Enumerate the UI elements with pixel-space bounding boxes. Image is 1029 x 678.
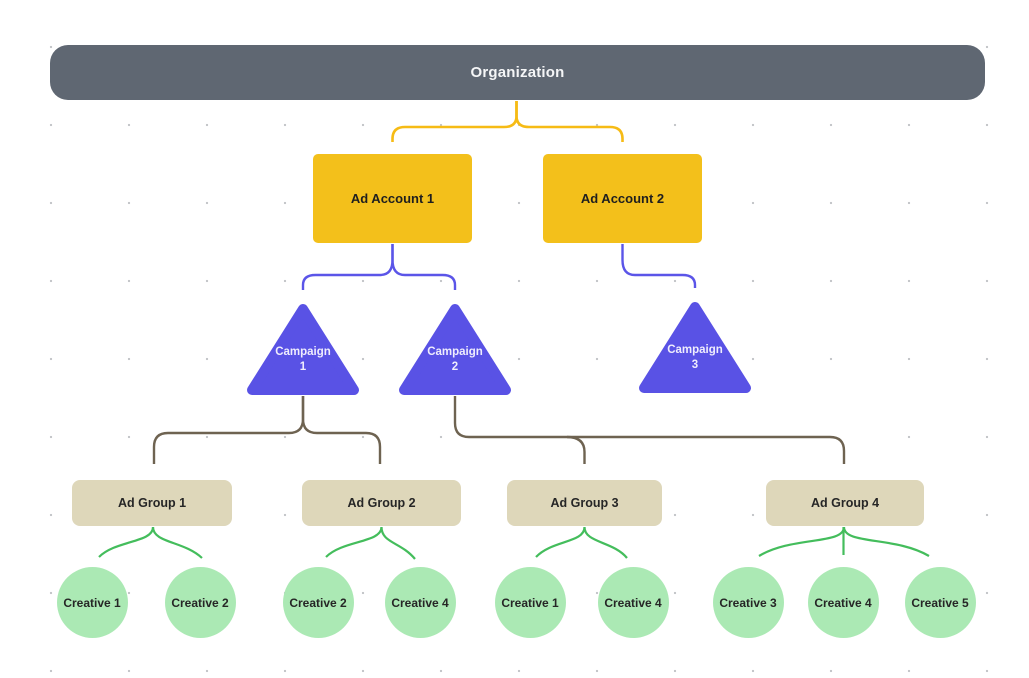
ad-account-1-label: Ad Account 1 — [350, 191, 435, 206]
edge-adaccount2-campaign3[interactable] — [621, 244, 697, 288]
edge-organization-adaccount1[interactable] — [391, 101, 518, 142]
edge-adgroup1-creative2[interactable] — [151, 526, 203, 559]
node-creative-2-group1[interactable]: Creative 2 — [164, 567, 236, 638]
creative-label: Creative 2 — [289, 595, 347, 610]
node-ad-group-4[interactable]: Ad Group 4 — [766, 480, 924, 526]
edge-organization-adaccount2[interactable] — [515, 101, 624, 142]
ad-group-3-label: Ad Group 3 — [550, 496, 619, 510]
edge-adaccount1-campaign1[interactable] — [301, 244, 394, 290]
node-creative-3-group4[interactable]: Creative 3 — [712, 567, 784, 638]
edge-adgroup3-creative1[interactable] — [535, 526, 586, 558]
campaign-1-label-line1: Campaign — [275, 346, 331, 358]
campaign-2-label-line1: Campaign — [427, 346, 483, 358]
edge-adgroup4-creative3[interactable] — [758, 526, 846, 557]
creative-label: Creative 4 — [391, 595, 449, 610]
campaign-1-label-line2: 1 — [299, 361, 307, 373]
edge-adaccount1-campaign2[interactable] — [391, 244, 457, 290]
node-ad-group-2[interactable]: Ad Group 2 — [302, 480, 461, 526]
ad-group-1-label: Ad Group 1 — [117, 496, 187, 510]
edge-adgroup4-creative5[interactable] — [842, 526, 930, 557]
node-creative-2-group2[interactable]: Creative 2 — [282, 567, 354, 638]
node-creative-4-group3[interactable]: Creative 4 — [597, 567, 669, 638]
ad-account-2-label: Ad Account 2 — [580, 191, 665, 206]
node-ad-account-2[interactable]: Ad Account 2 — [543, 154, 702, 243]
creative-label: Creative 2 — [171, 595, 229, 610]
creative-label: Creative 4 — [814, 595, 872, 610]
campaign-3-label-line1: Campaign — [667, 344, 723, 356]
creative-label: Creative 4 — [604, 595, 662, 610]
edge-campaign1-adgroup1[interactable] — [152, 396, 305, 464]
creative-label: Creative 1 — [63, 595, 121, 610]
edge-adgroup3-creative4[interactable] — [583, 526, 628, 559]
node-creative-4-group4[interactable]: Creative 4 — [807, 567, 879, 638]
node-campaign-3[interactable]: Campaign 3 — [637, 299, 753, 395]
ad-group-2-label: Ad Group 2 — [347, 496, 416, 510]
campaign-3-label-line2: 3 — [691, 359, 699, 371]
node-ad-group-1[interactable]: Ad Group 1 — [72, 480, 232, 526]
edge-adgroup2-creative2[interactable] — [325, 526, 383, 558]
triangle-shape — [639, 302, 751, 393]
node-creative-4-group2[interactable]: Creative 4 — [384, 567, 456, 638]
node-creative-1-group3[interactable]: Creative 1 — [494, 567, 566, 638]
campaign-2-label-line2: 2 — [451, 361, 459, 373]
edge-campaign1-adgroup2[interactable] — [301, 396, 382, 464]
triangle-shape — [399, 304, 511, 395]
creative-label: Creative 5 — [911, 595, 969, 610]
node-campaign-2[interactable]: Campaign 2 — [397, 301, 513, 397]
creative-label: Creative 1 — [501, 595, 559, 610]
node-creative-1-group1[interactable]: Creative 1 — [56, 567, 128, 638]
node-ad-group-3[interactable]: Ad Group 3 — [507, 480, 662, 526]
creative-label: Creative 3 — [719, 595, 777, 610]
edge-adgroup1-creative1[interactable] — [98, 526, 155, 558]
ad-group-4-label: Ad Group 4 — [810, 496, 880, 510]
node-organization[interactable]: Organization — [50, 45, 985, 100]
node-campaign-1[interactable]: Campaign 1 — [245, 301, 361, 397]
organization-label: Organization — [470, 64, 565, 81]
triangle-shape — [247, 304, 359, 395]
node-creative-5-group4[interactable]: Creative 5 — [904, 567, 976, 638]
edge-adgroup2-creative4[interactable] — [380, 526, 416, 560]
edge-campaign2-adgroup3[interactable] — [566, 435, 586, 464]
node-ad-account-1[interactable]: Ad Account 1 — [313, 154, 472, 243]
edge-campaign2-adgroup4[interactable] — [453, 396, 846, 464]
